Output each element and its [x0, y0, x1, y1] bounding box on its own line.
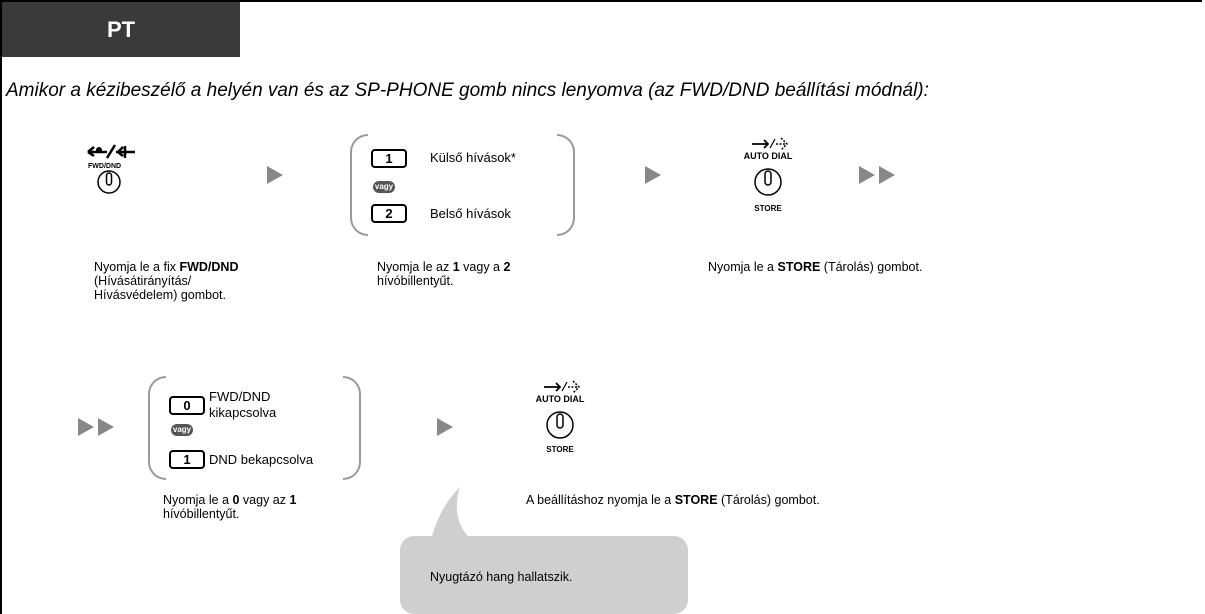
fwd-dnd-label: FWD/DND: [88, 163, 122, 170]
confirmation-text: Nyugtázó hang hallatszik.: [430, 570, 573, 584]
key-1[interactable]: 1: [371, 149, 407, 168]
left-bracket: [350, 134, 368, 236]
auto-dial-icon: [544, 380, 581, 439]
store-label: STORE: [754, 204, 782, 213]
next-arrow: [645, 166, 661, 184]
store-button[interactable]: [524, 378, 596, 458]
left-bracket: [148, 376, 166, 480]
right-bracket: [343, 376, 361, 480]
store-button[interactable]: [732, 135, 804, 215]
bubble-tail: [430, 487, 475, 542]
key-0[interactable]: 0: [169, 396, 205, 415]
double-arrow-3: [78, 418, 94, 436]
external-calls-label: Külső hívások*: [430, 150, 516, 165]
double-arrow-1: [859, 166, 875, 184]
pt-tab: PT: [2, 2, 240, 57]
heading: Amikor a kézibeszélő a helyén van és az …: [6, 80, 929, 101]
double-arrow-4: [98, 418, 114, 436]
dnd-on-label: DND bekapcsolva: [209, 452, 314, 467]
step1-caption: Nyomja le a fix FWD/DND(Hívásátirányítás…: [94, 260, 239, 302]
right-bracket: [557, 134, 575, 236]
step5-caption: A beállításhoz nyomja le a STORE (Tárolá…: [526, 493, 820, 507]
or-badge: vagy: [373, 181, 395, 193]
fwd-dnd-button[interactable]: [85, 140, 135, 195]
key-2[interactable]: 2: [371, 204, 407, 223]
next-arrow: [437, 418, 453, 436]
key-1[interactable]: 1: [169, 450, 205, 469]
store-label: STORE: [546, 445, 574, 454]
step3-caption: Nyomja le a STORE (Tárolás) gombot.: [708, 260, 923, 274]
next-arrow: [267, 166, 283, 184]
double-arrow-2: [879, 166, 895, 184]
auto-dial-label: AUTO DIAL: [743, 151, 793, 161]
internal-calls-label: Belső hívások: [430, 206, 511, 221]
auto-dial-icon: [752, 137, 789, 196]
fwd-dnd-icon: [87, 144, 135, 194]
confirmation-bubble: [400, 536, 688, 614]
or-badge: vagy: [171, 424, 193, 436]
auto-dial-label: AUTO DIAL: [535, 394, 585, 404]
